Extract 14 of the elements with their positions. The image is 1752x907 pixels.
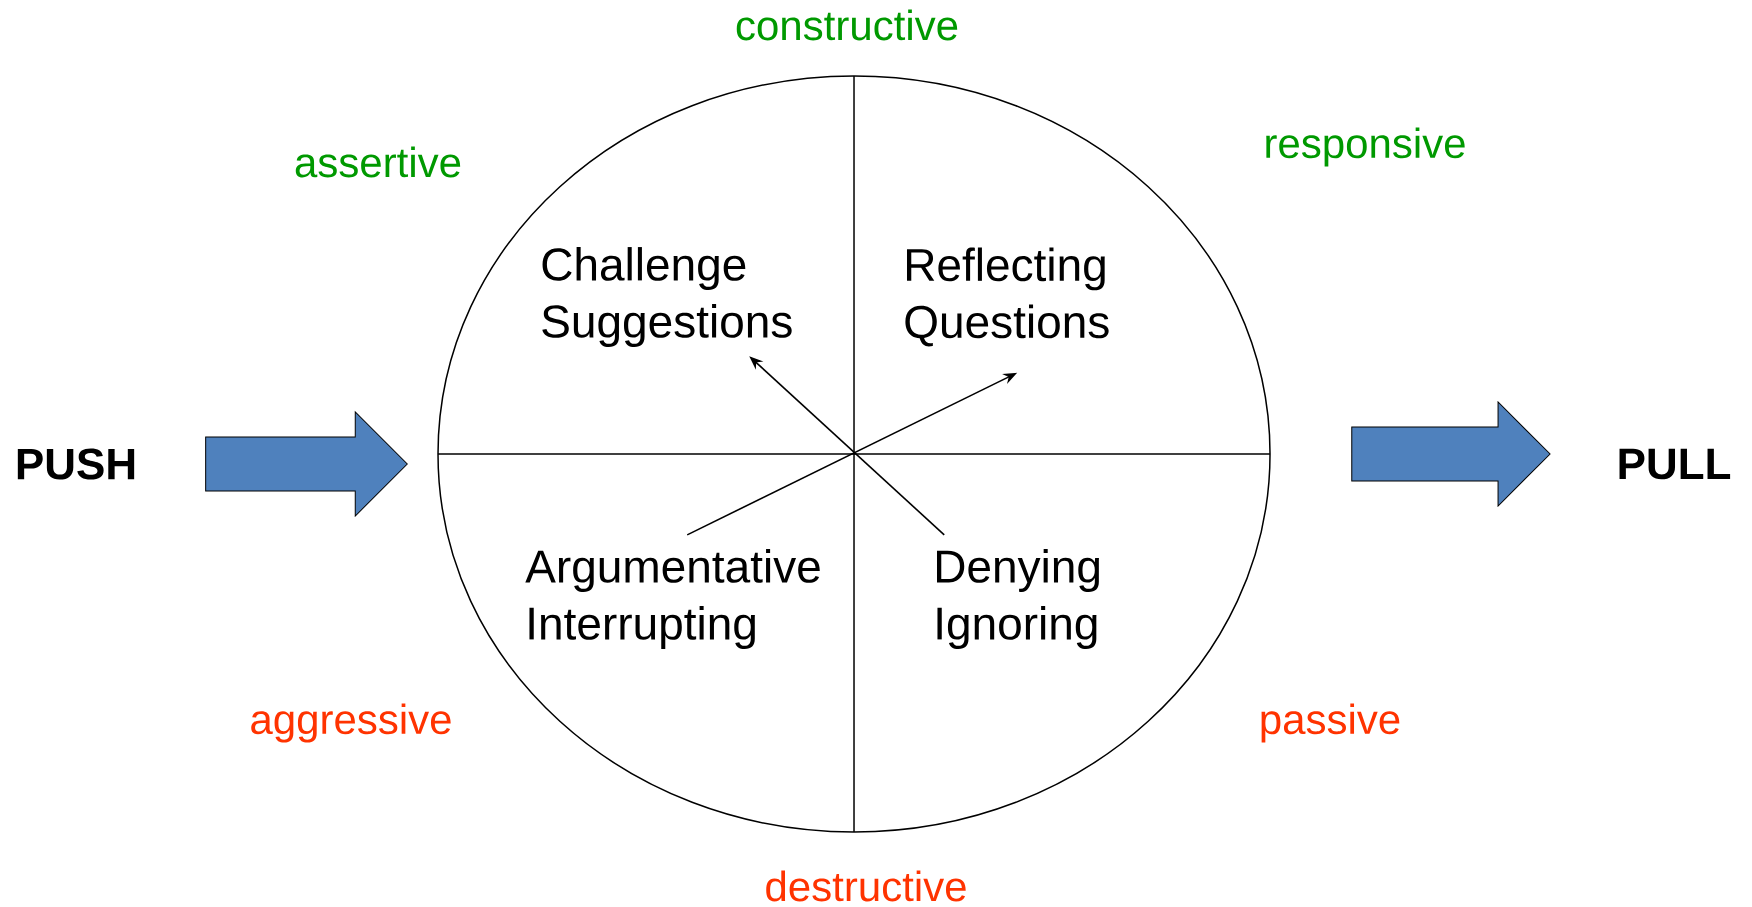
block-arrow bbox=[1351, 401, 1551, 507]
quadrant-text: Challenge Suggestions bbox=[542, 247, 792, 347]
axis-label: destructive bbox=[766, 870, 966, 902]
axis-label: passive bbox=[1261, 703, 1400, 743]
axis-label: aggressive bbox=[251, 703, 451, 743]
quadrant-text: Argumentative Interrupting bbox=[525, 549, 820, 649]
push-pull-label: PULL bbox=[1619, 448, 1731, 480]
axis-label: constructive bbox=[736, 9, 958, 41]
axis-label: assertive bbox=[295, 146, 461, 178]
quadrant-text: Reflecting Questions bbox=[905, 247, 1109, 347]
block-arrow bbox=[205, 411, 408, 517]
quadrant-text: Denying Ignoring bbox=[937, 549, 1099, 649]
push-pull-label: PUSH bbox=[17, 448, 135, 480]
axis-label: responsive bbox=[1266, 127, 1465, 167]
